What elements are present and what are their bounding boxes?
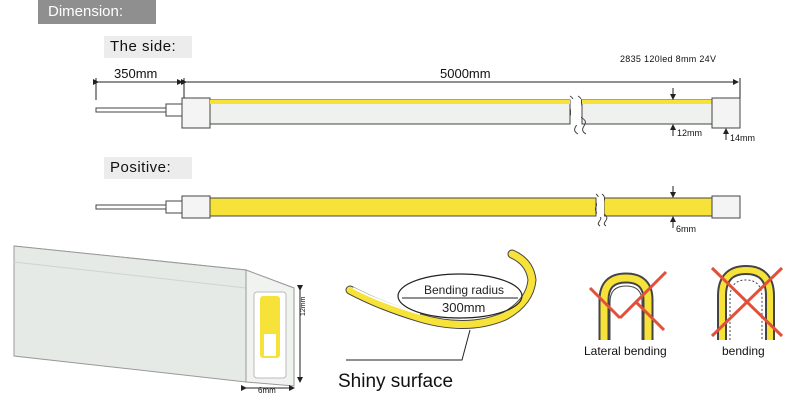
break-gap — [571, 99, 581, 125]
end-cap-left — [181, 97, 211, 129]
led-strip-right — [582, 100, 712, 104]
shiny-surface-leader — [346, 329, 471, 361]
bend-strip-led — [719, 266, 773, 340]
side-view-drawing — [93, 78, 741, 140]
bend-cross-stroke-2 — [710, 266, 784, 338]
positive-strip-right — [603, 197, 713, 217]
lateral-bending-example — [588, 270, 668, 340]
positive-cable-boot — [165, 200, 183, 214]
positive-view-drawing — [95, 186, 741, 228]
positive-cable — [95, 204, 167, 210]
positive-strip-left — [209, 197, 597, 217]
break-mark-2 — [577, 95, 587, 135]
bent-strip-highlight — [352, 287, 421, 315]
spec-label: 2835 120led 8mm 24V — [620, 54, 717, 64]
positive-width-label: 6mm — [676, 224, 696, 234]
outer-height-label: 14mm — [730, 133, 756, 143]
positive-end-cap-left — [181, 195, 211, 219]
bending-label: bending — [722, 344, 765, 358]
lead-length-label: 350mm — [114, 66, 158, 81]
lateral-cross-stroke-2 — [618, 270, 668, 320]
positive-view-title: Positive: — [104, 157, 192, 179]
shiny-surface-label: Shiny surface — [338, 371, 454, 392]
lateral-cross-stroke-3 — [634, 300, 666, 332]
lateral-bending-label: Lateral bending — [584, 344, 667, 358]
lateral-cross-stroke-1 — [588, 286, 622, 320]
cross-section-3d — [13, 245, 303, 391]
positive-break-gap — [597, 197, 604, 217]
cross-section-groove — [13, 261, 247, 289]
led-strip-left — [210, 100, 570, 104]
bending-radius-value: 300mm — [442, 300, 486, 315]
inner-height-label: 12mm — [677, 128, 703, 138]
bent-strip-led — [346, 250, 536, 328]
section-header-dimension: Dimension: — [38, 0, 156, 24]
strip-length-label: 5000mm — [440, 66, 491, 81]
positive-end-cap-right — [711, 195, 741, 219]
bending-radius-ellipse — [397, 273, 523, 319]
bending-example — [710, 264, 784, 340]
side-view-title: The side: — [104, 36, 192, 58]
end-cap-right — [711, 97, 741, 129]
cable-boot — [165, 103, 183, 117]
power-cable — [95, 107, 167, 113]
bending-radius-drawing — [345, 249, 537, 361]
bending-radius-label: Bending radius — [424, 283, 505, 297]
bend-strip-inner — [729, 279, 763, 340]
cross-section-pcb-slot — [264, 334, 276, 356]
